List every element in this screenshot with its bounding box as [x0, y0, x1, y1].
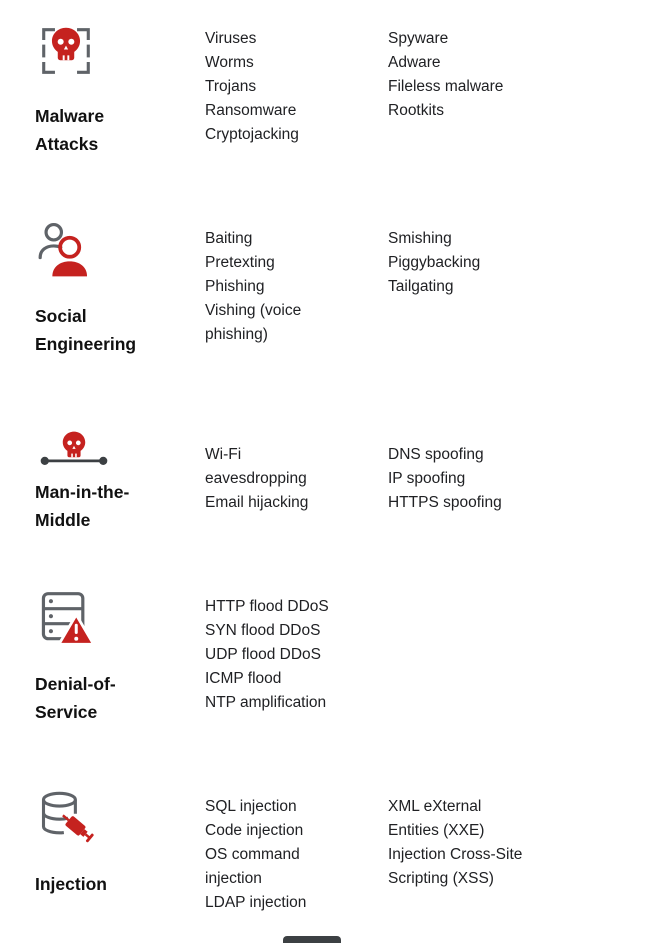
man-in-the-middle-skull-icon	[35, 420, 197, 466]
attack-type: IP spoofing	[388, 470, 466, 487]
attack-type: SQL injection	[205, 798, 297, 815]
attack-type: Worms	[205, 54, 254, 71]
attack-list-column-2: XML eXternal Entities (XXE) Injection Cr…	[388, 788, 635, 891]
attack-type: Ransomware	[205, 102, 297, 119]
attack-type: SYN flood DDoS	[205, 622, 321, 639]
attack-type: HTTP flood DDoS	[205, 598, 329, 615]
malware-skull-scan-icon	[35, 20, 197, 82]
attack-type: Wi-Fi eavesdropping	[205, 446, 307, 487]
attack-type: HTTPS spoofing	[388, 494, 502, 511]
attack-type: Tailgating	[388, 278, 454, 295]
section-title: Malware Attacks	[35, 106, 105, 154]
attack-type: Cryptojacking	[205, 126, 299, 143]
attack-type: Spyware	[388, 30, 449, 47]
section-title: Injection	[35, 874, 107, 894]
attack-type: Baiting	[205, 230, 253, 247]
attack-type: Fileless malware	[388, 78, 504, 95]
attack-type: Email hijacking	[205, 494, 309, 511]
attack-type: ICMP flood	[205, 670, 282, 687]
section-title: Denial-of-Service	[35, 674, 116, 722]
attack-type: Piggybacking	[388, 254, 481, 271]
attack-type: OS command injection	[205, 846, 300, 887]
social-engineering-people-icon	[35, 220, 197, 282]
server-warning-icon	[35, 588, 197, 650]
attack-type: Smishing	[388, 230, 452, 247]
section-header: Social Engineering	[35, 220, 205, 358]
attack-type: Code injection	[205, 822, 304, 839]
attack-type: XML eXternal Entities (XXE) Injection Cr…	[388, 798, 523, 887]
section-denial-of-service: Denial-of-Service HTTP flood DDoS SYN flo…	[35, 588, 635, 788]
section-header: Malware Attacks	[35, 20, 205, 158]
attack-type: Viruses	[205, 30, 257, 47]
attack-type: DNS spoofing	[388, 446, 484, 463]
attack-list-column-2	[388, 588, 635, 595]
attack-type: Phishing	[205, 278, 265, 295]
section-header: Denial-of-Service	[35, 588, 205, 726]
attack-type: Vishing (voice phishing)	[205, 302, 302, 343]
section-title: Man-in-the-Middle	[35, 482, 130, 530]
section-header: Injection	[35, 788, 205, 898]
attack-type: Adware	[388, 54, 441, 71]
attack-list-column-1: HTTP flood DDoS SYN flood DDoS UDP flood D…	[205, 588, 388, 715]
attack-type: LDAP injection	[205, 894, 307, 911]
section-title: Social Engineering	[35, 306, 137, 354]
attack-type: UDP flood DDoS	[205, 646, 322, 663]
section-header: Man-in-the-Middle	[35, 420, 205, 534]
partially-visible-next-icon	[283, 936, 341, 943]
database-syringe-icon	[35, 788, 197, 850]
attack-type: Pretexting	[205, 254, 275, 271]
attack-type: Trojans	[205, 78, 257, 95]
attack-type: Rootkits	[388, 102, 444, 119]
attack-type: NTP amplification	[205, 694, 327, 711]
